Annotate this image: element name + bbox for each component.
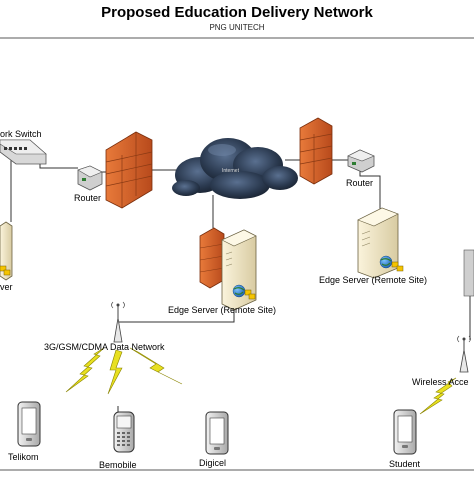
link-tower-edge-center bbox=[118, 310, 235, 323]
lightning-bolt-bemobile bbox=[107, 349, 123, 395]
folder-icon bbox=[244, 289, 252, 296]
router-left-icon bbox=[77, 165, 103, 191]
folder-icon bbox=[391, 261, 399, 268]
wireless-link-bolts bbox=[65, 347, 457, 415]
lightning-bolt-digicel bbox=[129, 347, 183, 385]
firewall-center-icon bbox=[199, 227, 225, 289]
diagram-subtitle: PNG UNITECH bbox=[209, 23, 265, 32]
internet-label: Internet bbox=[222, 168, 239, 174]
router-right-icon bbox=[347, 149, 375, 173]
edge-server-right-icon bbox=[357, 207, 404, 279]
server-left-label: ver bbox=[0, 282, 13, 292]
edge-server-center-icon bbox=[221, 229, 257, 311]
internet-cloud-icon bbox=[172, 138, 298, 199]
antenna-tower-right-icon bbox=[457, 335, 471, 373]
firewall-left-icon bbox=[105, 131, 153, 209]
globe-icon bbox=[379, 255, 393, 269]
router-left-label: Router bbox=[74, 193, 102, 203]
phone-student-icon bbox=[393, 409, 417, 455]
network-switch-label: ork Switch bbox=[0, 129, 42, 139]
phone-telikom-icon bbox=[17, 401, 41, 447]
link-router-edge-right bbox=[359, 168, 381, 210]
frame bbox=[0, 37, 474, 471]
phone-bemobile-icon bbox=[113, 406, 135, 453]
diagram-title: Proposed Education Delivery Network bbox=[101, 4, 373, 21]
globe-icon bbox=[232, 284, 246, 298]
telikom-label: Telikom bbox=[8, 452, 39, 462]
lightning-bolt-telikom bbox=[65, 347, 105, 393]
phone-digicel-icon bbox=[205, 411, 229, 455]
network-switch-icon bbox=[0, 139, 47, 165]
lightning-bolt-student bbox=[419, 377, 457, 415]
bemobile-label: Bemobile bbox=[99, 460, 137, 470]
data-network-label: 3G/GSM/CDMA Data Network bbox=[44, 342, 165, 352]
right-partial-device-icon bbox=[463, 249, 474, 297]
firewall-right-icon bbox=[299, 117, 333, 185]
router-right-label: Router bbox=[346, 178, 374, 188]
server-left-icon bbox=[0, 221, 13, 281]
edge-server-center-label: Edge Server (Remote Site) bbox=[168, 305, 277, 315]
digicel-label: Digicel bbox=[199, 458, 227, 468]
antenna-tower-center-icon bbox=[111, 301, 125, 343]
edge-server-right-label: Edge Server (Remote Site) bbox=[319, 275, 428, 285]
student-label: Student bbox=[389, 459, 421, 469]
wireless-access-label: Wireless Acce bbox=[412, 377, 469, 387]
